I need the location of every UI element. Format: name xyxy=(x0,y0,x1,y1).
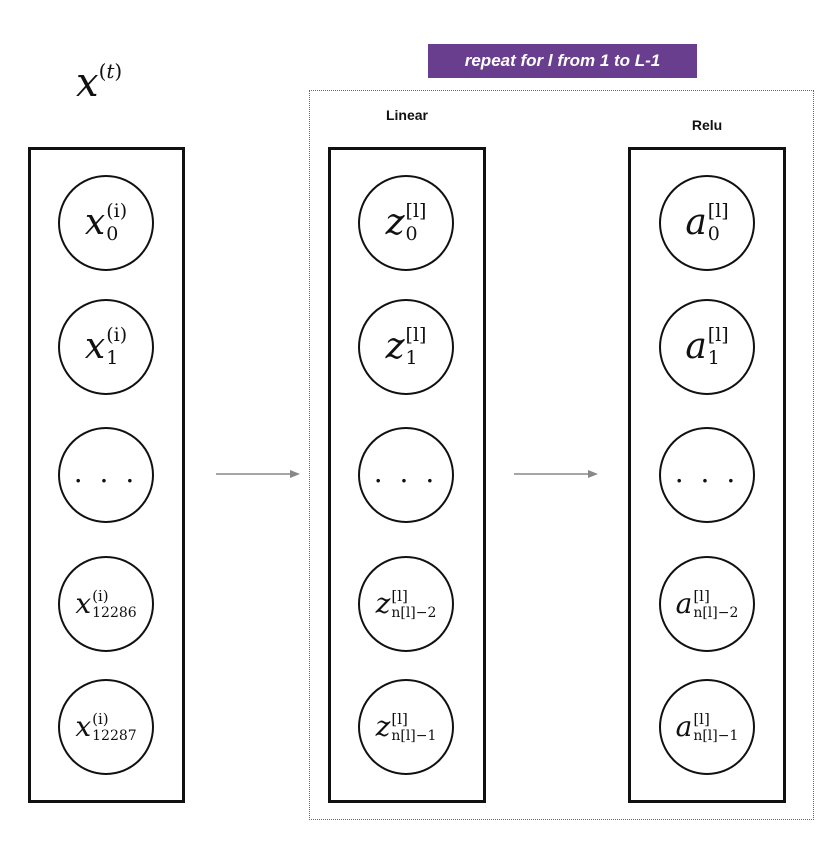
node-scripts: (i)1 xyxy=(106,326,127,368)
node-subscript: 0 xyxy=(707,223,720,245)
input-label-base: x xyxy=(76,60,99,106)
input-node-4: x(i)12287 xyxy=(58,679,154,775)
node-superscript: [l] xyxy=(391,586,408,605)
ellipsis-label: . . . xyxy=(674,455,740,489)
node-scripts: [l]0 xyxy=(406,202,427,244)
node-scripts: [l]n[l]−2 xyxy=(693,586,739,621)
node-superscript: [l] xyxy=(405,200,427,222)
input-label-sup: (t) xyxy=(98,58,123,83)
node-symbol: z xyxy=(375,710,391,743)
node-scripts: [l]n[l]−1 xyxy=(693,709,739,744)
linear-node-1: z[l]1 xyxy=(358,299,454,395)
node-symbol: a xyxy=(675,587,693,620)
node-superscript: [l] xyxy=(707,324,729,346)
node-subscript: 12286 xyxy=(92,604,137,621)
linear-node-4: z[l]n[l]−1 xyxy=(358,679,454,775)
input-node-1: x(i)1 xyxy=(58,299,154,395)
relu-node-4: a[l]n[l]−1 xyxy=(659,679,755,775)
node-subscript: 1 xyxy=(707,347,720,369)
repeat-banner: repeat for l from 1 to L-1 xyxy=(428,44,697,78)
linear-node-2: . . . xyxy=(358,427,454,523)
node-superscript: [l] xyxy=(707,200,729,222)
node-symbol: z xyxy=(385,326,405,367)
relu-node-0: a[l]0 xyxy=(659,175,755,271)
ellipsis-label: . . . xyxy=(373,455,439,489)
node-subscript: n[l]−1 xyxy=(693,727,739,744)
node-symbol: x xyxy=(75,587,92,620)
node-subscript: 1 xyxy=(106,347,119,369)
node-superscript: (i) xyxy=(106,324,128,346)
node-symbol: z xyxy=(385,202,405,243)
node-superscript: (i) xyxy=(106,200,128,222)
node-superscript: [l] xyxy=(405,324,427,346)
linear-title: Linear xyxy=(385,107,428,123)
node-subscript: n[l]−2 xyxy=(391,604,437,621)
node-superscript: (i) xyxy=(92,586,109,605)
node-subscript: 12287 xyxy=(92,727,137,744)
node-symbol: x xyxy=(84,326,106,367)
node-superscript: (i) xyxy=(92,709,109,728)
node-scripts: [l]n[l]−1 xyxy=(391,709,437,744)
node-superscript: [l] xyxy=(391,709,408,728)
node-superscript: [l] xyxy=(693,586,710,605)
node-scripts: [l]1 xyxy=(406,326,427,368)
node-symbol: a xyxy=(675,710,693,743)
input-node-2: . . . xyxy=(58,427,154,523)
node-subscript: 1 xyxy=(405,347,418,369)
relu-node-2: . . . xyxy=(659,427,755,523)
node-scripts: [l]n[l]−2 xyxy=(391,586,437,621)
node-scripts: [l]0 xyxy=(708,202,729,244)
node-subscript: 0 xyxy=(106,223,119,245)
input-label: x(t) xyxy=(76,58,123,106)
relu-title: Relu xyxy=(691,117,723,133)
node-scripts: (i)12287 xyxy=(92,709,137,744)
node-scripts: [l]1 xyxy=(708,326,729,368)
node-subscript: 0 xyxy=(405,223,418,245)
arrow-linear-to-relu-head xyxy=(588,470,598,478)
node-symbol: x xyxy=(84,202,106,243)
node-symbol: x xyxy=(75,710,92,743)
ellipsis-label: . . . xyxy=(73,455,139,489)
node-superscript: [l] xyxy=(693,709,710,728)
loop-region xyxy=(309,90,814,820)
relu-node-1: a[l]1 xyxy=(659,299,755,395)
arrow-input-to-linear-head xyxy=(290,470,300,478)
node-subscript: n[l]−1 xyxy=(391,727,437,744)
node-subscript: n[l]−2 xyxy=(693,604,739,621)
node-symbol: a xyxy=(685,202,707,243)
input-node-0: x(i)0 xyxy=(58,175,154,271)
node-scripts: (i)12286 xyxy=(92,586,137,621)
node-symbol: a xyxy=(685,326,707,367)
node-scripts: (i)0 xyxy=(106,202,127,244)
node-symbol: z xyxy=(375,587,391,620)
relu-node-3: a[l]n[l]−2 xyxy=(659,556,755,652)
input-node-3: x(i)12286 xyxy=(58,556,154,652)
linear-node-0: z[l]0 xyxy=(358,175,454,271)
linear-node-3: z[l]n[l]−2 xyxy=(358,556,454,652)
